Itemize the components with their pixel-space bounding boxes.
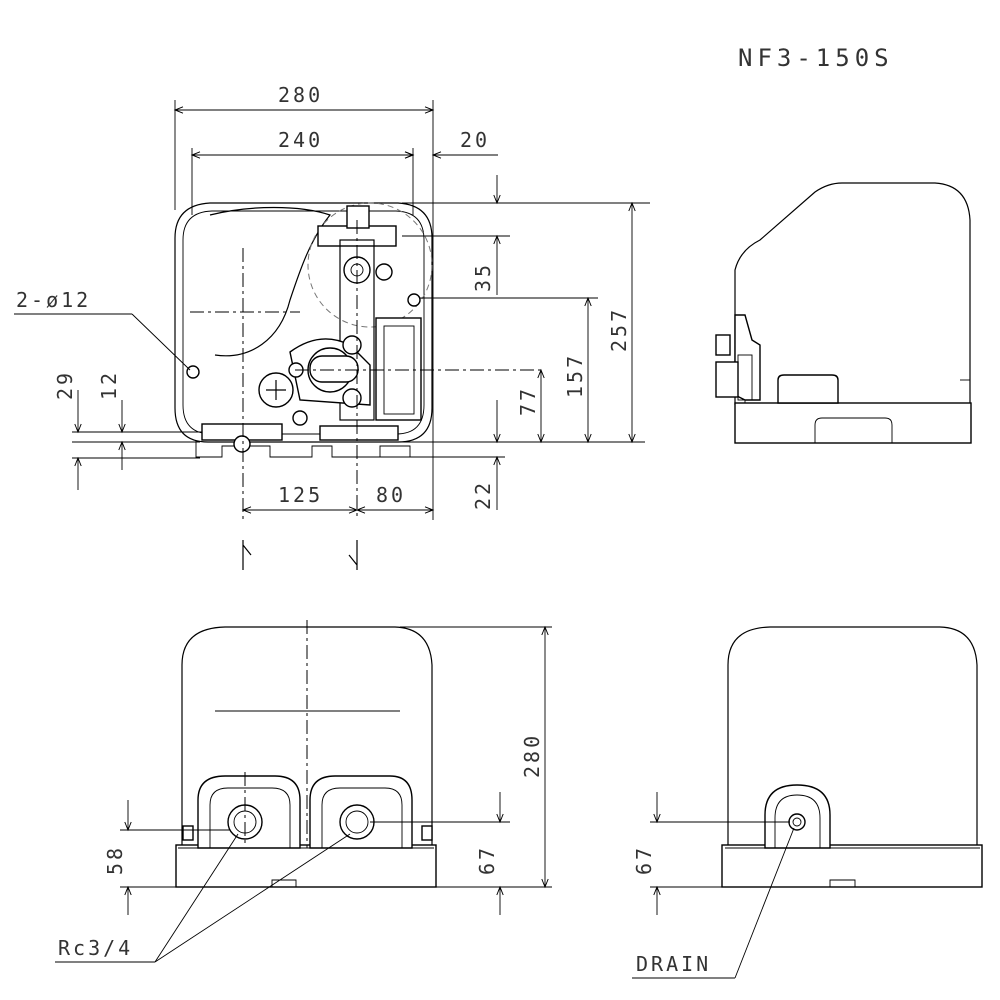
dim-29: 29 bbox=[53, 370, 77, 400]
dim-280-front: 280 bbox=[520, 733, 544, 778]
dim-22: 22 bbox=[471, 480, 495, 510]
model-title: NF3-150S bbox=[738, 44, 894, 72]
dim-157: 157 bbox=[563, 353, 587, 398]
dim-67-front: 67 bbox=[475, 845, 499, 875]
dim-77: 77 bbox=[516, 386, 540, 416]
dim-20: 20 bbox=[460, 128, 490, 152]
side-view bbox=[715, 182, 972, 444]
port-label: Rc3/4 bbox=[58, 936, 133, 960]
dim-67-side: 67 bbox=[632, 845, 656, 875]
dim-80: 80 bbox=[376, 483, 406, 507]
dim-12-left: 12 bbox=[97, 370, 121, 400]
dim-125: 125 bbox=[278, 483, 323, 507]
front-view: 280 58 67 Rc3/4 bbox=[55, 620, 552, 963]
dim-240: 240 bbox=[278, 128, 323, 152]
hole-note: 2-ø12 bbox=[16, 288, 91, 312]
top-view: 280 240 20 35 257 157 77 22 bbox=[14, 83, 650, 570]
dim-257: 257 bbox=[607, 307, 631, 352]
dim-35: 35 bbox=[471, 262, 495, 292]
dim-280-top: 280 bbox=[278, 83, 323, 107]
drain-view: 67 DRAIN bbox=[632, 626, 983, 979]
drain-label: DRAIN bbox=[636, 952, 711, 976]
dim-58: 58 bbox=[103, 845, 127, 875]
